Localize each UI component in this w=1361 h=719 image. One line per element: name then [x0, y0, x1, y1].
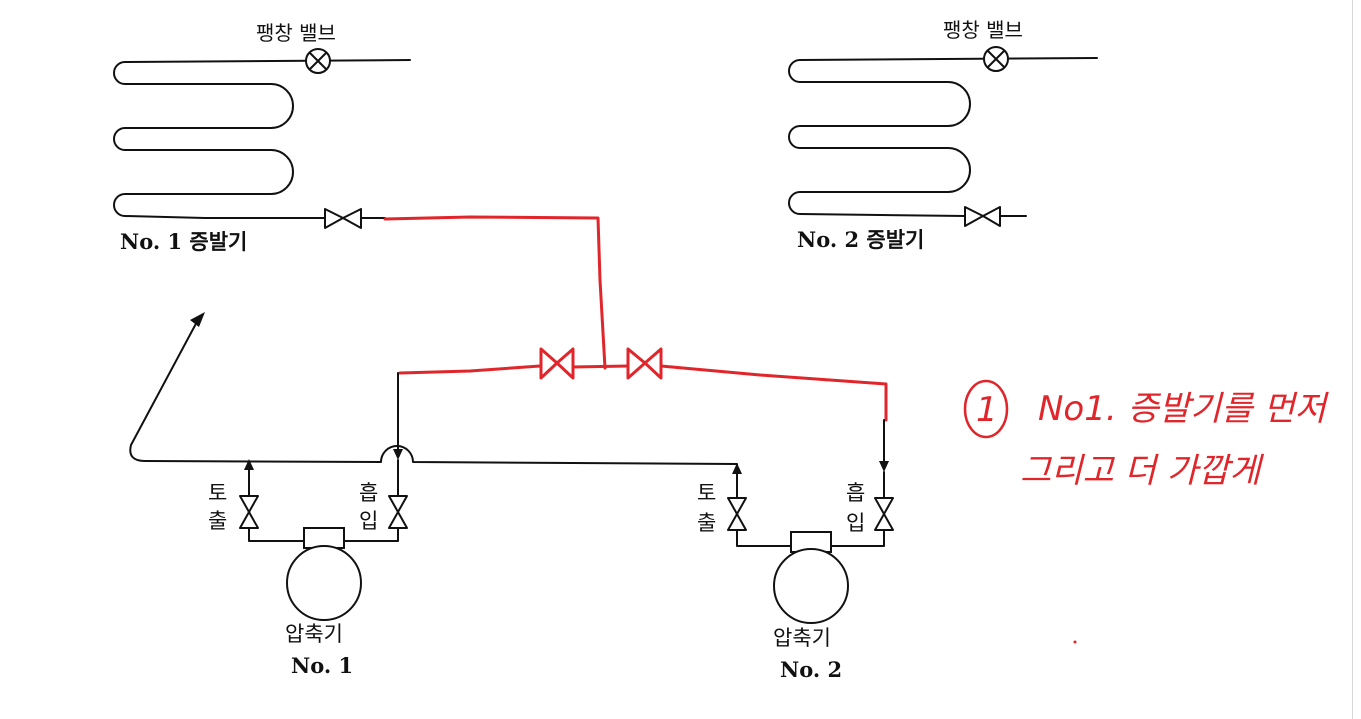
compressor-1-icon [286, 545, 362, 621]
evaporator-2-coil [788, 57, 1098, 217]
discharge-arrow-icon [190, 312, 205, 327]
red-valve-left-icon [539, 347, 575, 380]
suction-label-2b: 입 [846, 511, 865, 535]
expansion-valve-1-label: 팽창 밸브 [256, 21, 336, 45]
discharge-label-2b: 출 [697, 511, 716, 535]
expansion-valve-1-cross [309, 52, 327, 70]
suction-valve-1-icon [388, 495, 408, 529]
evaporator-2-label: No. 2 증발기 [797, 227, 924, 252]
red-line-between-valves [570, 364, 631, 369]
evaporator-1-label: No. 1 증발기 [120, 229, 247, 254]
compressor-1-name: 압축기 [285, 622, 343, 646]
suction-label-1b: 입 [359, 509, 378, 533]
discharge-valve-2-icon [727, 497, 747, 531]
stray-dot [1073, 640, 1077, 644]
evaporator-1-outlet-valve-icon [324, 208, 362, 229]
discharge-label-2a: 토 [697, 481, 716, 505]
discharge-header-pipe [129, 317, 738, 471]
annotation-number-circle [963, 379, 1009, 439]
suction-label-1a: 흡 [359, 481, 378, 505]
suction-arrow-2-icon [879, 461, 889, 472]
discharge-arrow-2-icon [732, 463, 742, 474]
suction-valve-2-icon [874, 497, 894, 531]
expansion-valve-2-cross [987, 50, 1005, 68]
evaporator-1-coil [113, 59, 411, 219]
suction-arrow-1-icon [393, 449, 403, 460]
annotation-line-1: No1. 증발기를 먼저 [1038, 389, 1330, 429]
expansion-valve-2-label: 팽창 밸브 [943, 18, 1023, 42]
discharge-arrow-1-icon [244, 459, 254, 470]
red-valve-right-icon [626, 347, 663, 380]
compressor-2-number: No. 2 [780, 657, 842, 682]
compressor-2-icon [773, 548, 849, 624]
discharge-valve-1-icon [239, 495, 259, 529]
discharge-label-1b: 출 [208, 509, 227, 533]
red-line-to-compressor-2 [659, 364, 888, 422]
annotation-line-2: 그리고 더 가깝게 [1020, 451, 1264, 491]
evaporator-2-outlet-valve-icon [964, 206, 1001, 227]
red-line-evaporator-1 [383, 215, 607, 370]
suction-label-2a: 흡 [846, 481, 865, 505]
annotation-number: 1 [976, 390, 998, 430]
compressor-1-number: No. 1 [291, 653, 353, 678]
red-line-suction-header [398, 364, 542, 375]
compressor-2-name: 압축기 [773, 626, 831, 650]
discharge-label-1a: 토 [208, 481, 227, 505]
page-edge [1352, 0, 1353, 719]
